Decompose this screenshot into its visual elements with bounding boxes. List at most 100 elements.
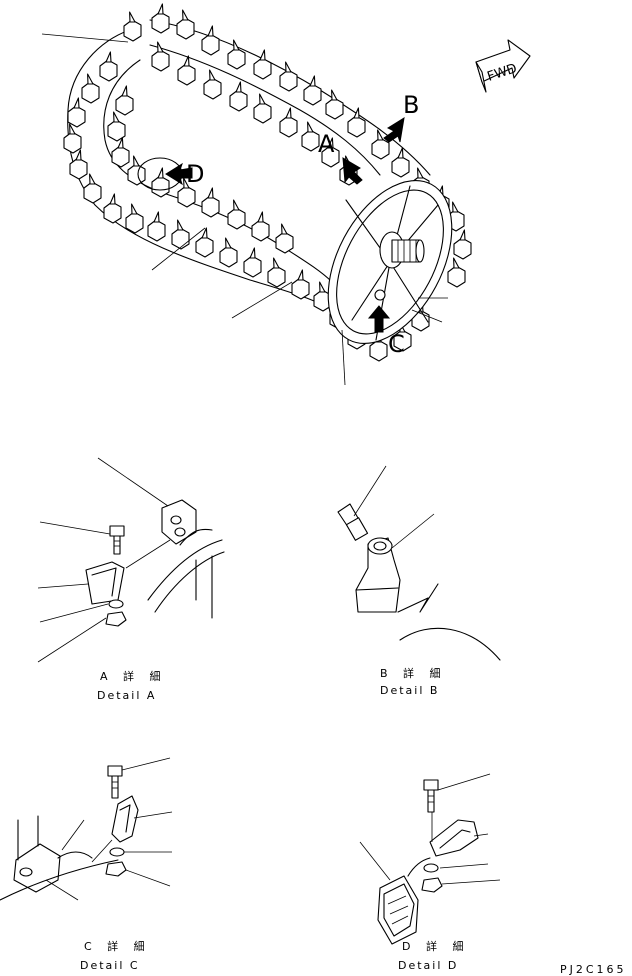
cutter-tooth-bit — [377, 129, 384, 141]
cutter-tooth-block — [151, 175, 170, 198]
cutter-tooth-block — [227, 47, 246, 70]
cutter-tooth-block — [171, 227, 190, 250]
cutter-tooth-block — [125, 211, 144, 234]
cutter-tooth-bit — [259, 93, 266, 105]
detail-c-group: C 詳 細 Detail C — [0, 757, 173, 972]
detail-c-caption-en: Detail C — [80, 959, 140, 972]
cutter-tooth-bit — [207, 187, 214, 199]
cutter-tooth-bit — [397, 147, 404, 159]
cutter-tooth-block — [147, 219, 166, 242]
cutter-tooth-bit — [183, 177, 190, 189]
cutter-tooth-block — [325, 97, 344, 120]
cutter-tooth-block — [195, 235, 214, 258]
detail-c-bracket — [111, 795, 139, 843]
cutter-tooth-bit — [157, 167, 164, 179]
cutter-tooth-block — [176, 17, 195, 40]
cutter-tooth-block — [275, 231, 294, 254]
cutter-tooth-bit — [281, 223, 288, 235]
cutter-tooth-bit — [249, 247, 256, 259]
cutter-tooth-bit — [133, 155, 140, 167]
cutter-tooth-block — [111, 145, 130, 168]
cutter-tooth-bit — [285, 61, 292, 73]
cutter-tooth-bit — [417, 167, 424, 179]
cutter-tooth-block — [303, 83, 322, 106]
detail-a-group: A 詳 細 Detail A — [37, 457, 225, 702]
detail-arrow-c — [367, 305, 391, 333]
detail-arrow-d — [137, 157, 193, 191]
detail-a-bolt — [109, 525, 125, 555]
label-a: A — [318, 130, 335, 158]
cutter-tooth-block — [243, 255, 262, 278]
detail-b-caption-en: Detail B — [380, 684, 439, 697]
main-leader-lines — [41, 33, 448, 386]
cutter-tooth-bit — [131, 203, 138, 215]
cutter-tooth-bit — [233, 39, 240, 51]
cutter-tooth-bit — [257, 211, 264, 223]
cutter-tooth-bit — [129, 11, 136, 23]
cutter-tooth-bit — [309, 75, 316, 87]
cutter-tooth-bit — [121, 85, 128, 97]
cutter-tooth-bit — [73, 97, 80, 109]
cutter-tooth-bit — [109, 193, 116, 205]
cutter-tooth-bit — [209, 69, 216, 81]
cutter-tooth-block — [115, 93, 134, 116]
cutter-tooth-bit — [69, 123, 76, 135]
trencher-chain-assembly: A B C D FWD — [41, 3, 531, 386]
label-b: B — [403, 91, 419, 119]
detail-b-holder — [355, 537, 401, 613]
cutter-tooth-bit — [327, 137, 334, 149]
detail-d-holder — [377, 875, 419, 945]
detail-a-nut — [105, 611, 127, 627]
cutter-tooth-bit — [353, 107, 360, 119]
cutter-tooth-bit — [285, 107, 292, 119]
cutter-tooth-bit — [75, 149, 82, 161]
cutter-tooth-bit — [319, 281, 326, 293]
detail-c-holder — [13, 843, 93, 893]
cutter-tooth-block — [371, 137, 390, 160]
detail-a-holder — [161, 499, 213, 546]
detail-d-caption-en: Detail D — [398, 959, 458, 972]
cutter-tooth-block — [123, 19, 142, 42]
cutter-tooth-block — [127, 163, 146, 186]
cutter-tooth-bit — [297, 269, 304, 281]
cutter-tooth-block — [347, 115, 366, 138]
cutter-tooth-block — [447, 265, 466, 288]
cutter-tooth-block — [229, 89, 248, 112]
detail-b-caption-jp: B 詳 細 — [380, 666, 447, 680]
cutter-tooth-block — [103, 201, 122, 224]
detail-d-caption-jp: D 詳 細 — [402, 939, 469, 953]
cutter-tooth-bit — [89, 173, 96, 185]
detail-c-washer — [109, 847, 125, 857]
cutter-tooth-block — [151, 49, 170, 72]
detail-arrow-a — [342, 157, 363, 185]
drive-sprocket — [327, 180, 453, 344]
cutter-tooth-block — [177, 185, 196, 208]
detail-d-bolt — [423, 779, 439, 813]
cutter-tooth-bit — [259, 49, 266, 61]
fwd-arrow: FWD — [475, 39, 531, 93]
detail-c-nut — [105, 861, 127, 877]
detail-a-bracket — [85, 561, 125, 605]
cutter-tooth-block — [291, 277, 310, 300]
cutter-tooth-bit — [453, 257, 460, 269]
cutter-tooth-bit — [225, 237, 232, 249]
label-d: D — [186, 160, 204, 188]
cutter-tooth-block — [67, 105, 86, 128]
detail-c-bolt — [107, 765, 123, 799]
label-c: C — [388, 330, 405, 358]
detail-d-washer — [423, 863, 439, 873]
cutter-tooth-block — [253, 101, 272, 124]
detail-a-caption-en: Detail A — [97, 689, 156, 702]
detail-a-washer — [108, 599, 124, 609]
cutter-tooth-bit — [87, 73, 94, 85]
cutter-tooth-bit — [307, 121, 314, 133]
detail-b-group: B 詳 細 Detail B — [337, 465, 501, 697]
detail-d-nut — [421, 877, 443, 893]
cutter-tooth-block — [267, 265, 286, 288]
cutter-tooth-bit — [105, 51, 112, 63]
cutter-tooth-bit — [117, 137, 124, 149]
cutter-tooth-bit — [182, 9, 189, 21]
detail-b-bit — [337, 503, 369, 541]
cutter-tooth-bit — [452, 201, 459, 213]
